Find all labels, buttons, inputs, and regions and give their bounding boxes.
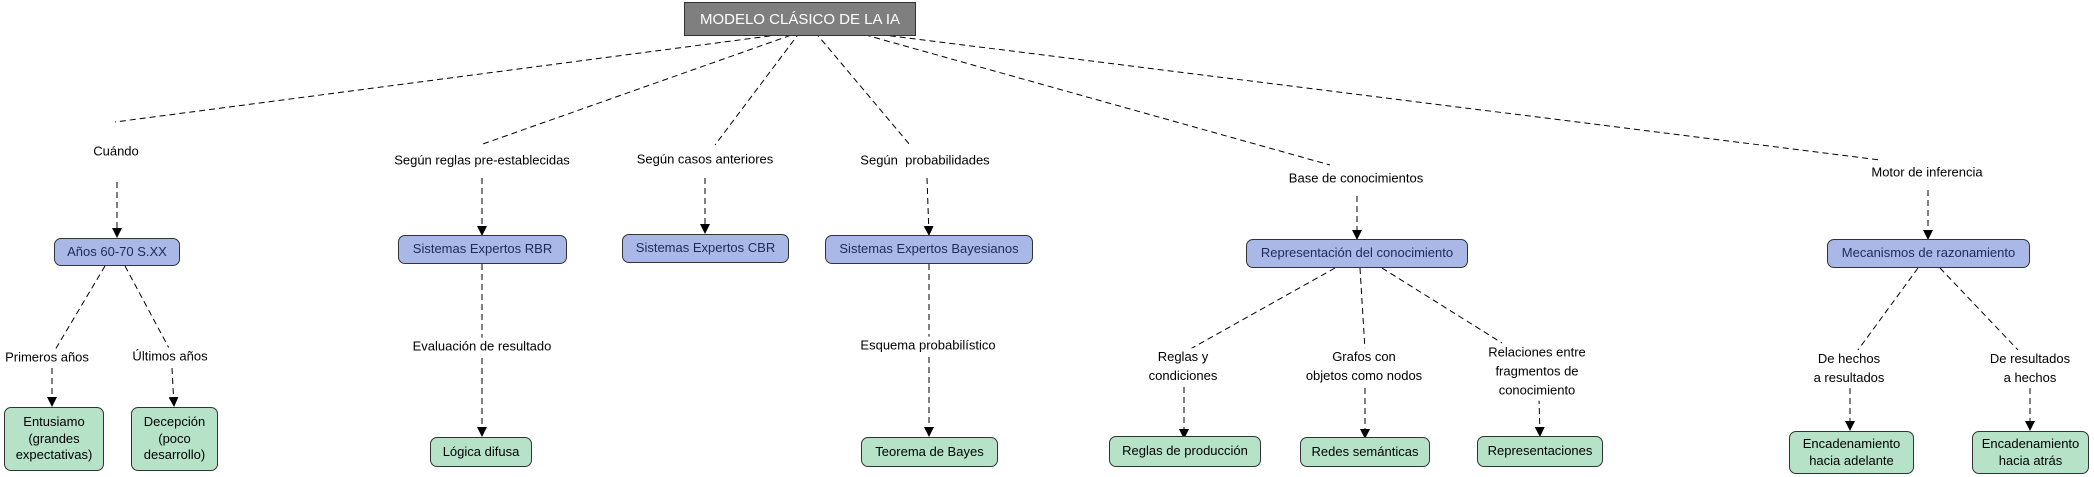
- node-decepcion[interactable]: Decepción (poco desarrollo): [131, 407, 218, 471]
- edge-label-evaluacion: Evaluación de resultado: [410, 337, 554, 357]
- edge-label-grafos: Grafos con objetos como nodos: [1303, 348, 1425, 386]
- branch-cuando: Cuándo: [91, 142, 141, 162]
- edge-label-hechos: De hechos a resultados: [1811, 350, 1887, 388]
- branch-probabilidades: Según probabilidades: [858, 151, 992, 171]
- edge-repr-reglas: [1184, 267, 1336, 353]
- node-entusiasmo[interactable]: Entusiamo (grandes expectativas): [4, 407, 104, 471]
- node-representaciones[interactable]: Representaciones: [1477, 436, 1603, 467]
- edge-anios-primeros: [54, 265, 106, 351]
- node-sistemas-rbr[interactable]: Sistemas Expertos RBR: [398, 235, 567, 264]
- edge-root-cbr: [714, 31, 801, 146]
- edge-root-cuando: [114, 31, 801, 123]
- node-reglas-produccion[interactable]: Reglas de producción: [1109, 436, 1261, 467]
- branch-casos: Según casos anteriores: [634, 150, 776, 170]
- node-sistemas-bayesianos[interactable]: Sistemas Expertos Bayesianos: [825, 235, 1033, 264]
- node-encadenamiento-adelante[interactable]: Encadenamiento hacia adelante: [1789, 431, 1914, 474]
- edge-ultimos-decepcion: [168, 367, 179, 407]
- edge-root-rbr: [479, 31, 801, 146]
- edge-label-resultados: De resultados a hechos: [1987, 350, 2073, 388]
- node-logica-difusa[interactable]: Lógica difusa: [430, 437, 532, 467]
- edge-mec-resultados: [1939, 267, 2019, 351]
- node-anios[interactable]: Años 60-70 S.XX: [54, 238, 180, 266]
- root-node[interactable]: MODELO CLÁSICO DE LA IA: [684, 2, 916, 36]
- branch-base-conocimientos: Base de conocimientos: [1286, 169, 1426, 189]
- node-teorema-bayes[interactable]: Teorema de Bayes: [861, 437, 998, 467]
- edge-repr-grafos: [1359, 267, 1366, 351]
- node-representacion[interactable]: Representación del conocimiento: [1246, 239, 1468, 268]
- edge-relaciones-repres: [1534, 397, 1545, 437]
- edge-label-esquema: Esquema probabilístico: [858, 336, 998, 356]
- edge-bayes-node: [923, 177, 934, 236]
- edge-label-primeros: Primeros años: [3, 348, 91, 368]
- branch-motor-inferencia: Motor de inferencia: [1869, 163, 1985, 183]
- edge-anios-ultimos: [124, 265, 171, 351]
- node-encadenamiento-atras[interactable]: Encadenamiento hacia atrás: [1972, 431, 2089, 474]
- edge-label-ultimos: Últimos años: [130, 347, 210, 367]
- edge-label-relaciones: Relaciones entre fragmentos de conocimie…: [1486, 343, 1588, 401]
- branch-reglas: Según reglas pre-establecidas: [392, 151, 572, 171]
- edge-repr-relaciones: [1381, 267, 1503, 344]
- edge-label-reglas-condiciones: Reglas y condiciones: [1146, 348, 1220, 386]
- node-mecanismos[interactable]: Mecanismos de razonamiento: [1827, 239, 2030, 268]
- edge-root-base: [854, 31, 1331, 166]
- edge-root-motor: [859, 31, 1881, 161]
- edge-mec-hechos: [1857, 267, 1919, 351]
- node-sistemas-cbr[interactable]: Sistemas Expertos CBR: [622, 234, 789, 263]
- node-redes-semanticas[interactable]: Redes semánticas: [1300, 437, 1430, 467]
- edge-root-bayes: [814, 31, 911, 146]
